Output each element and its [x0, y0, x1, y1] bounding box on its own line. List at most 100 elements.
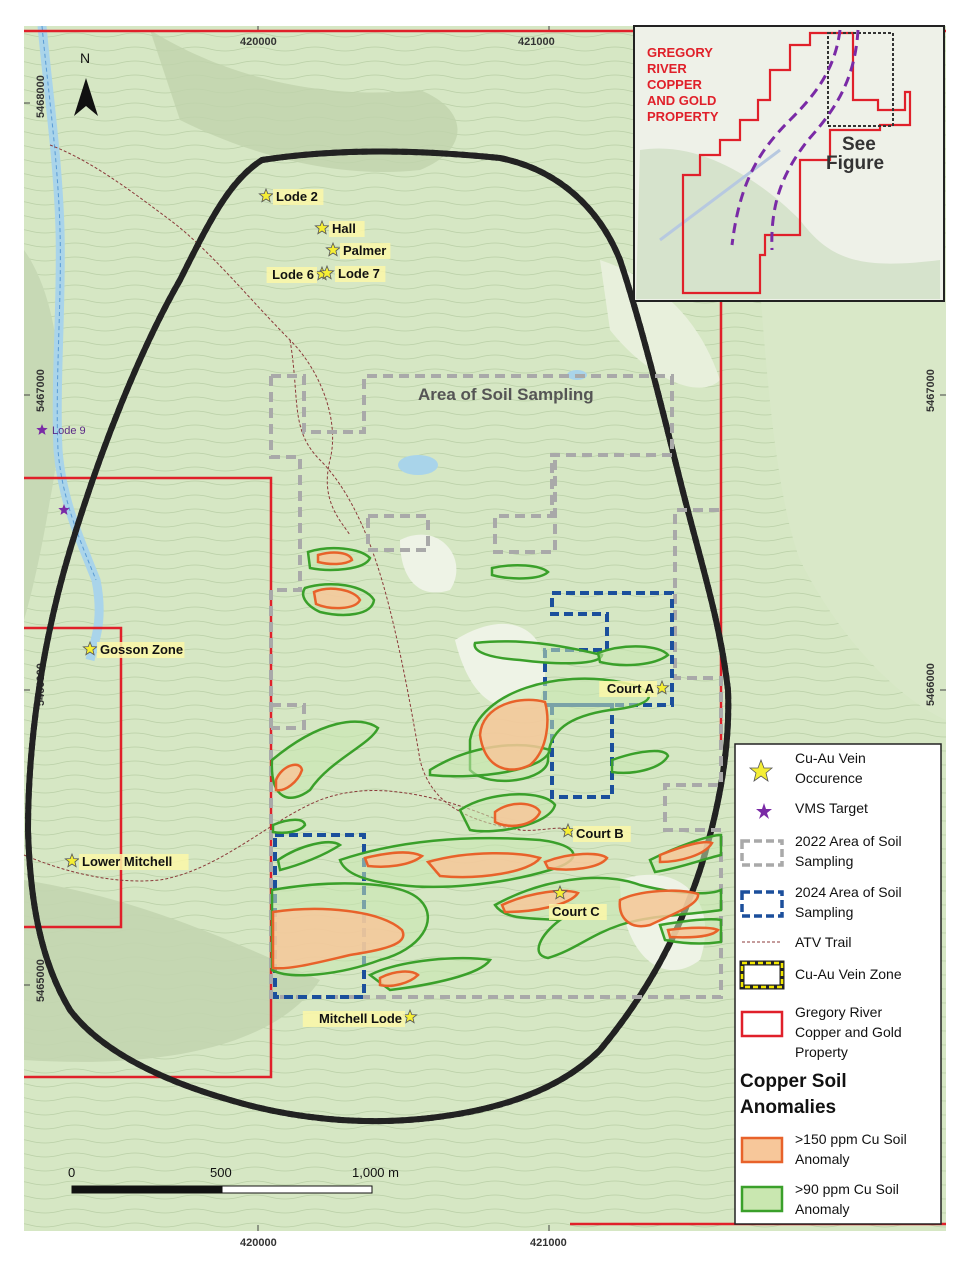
occurrence-star-icon [82, 640, 98, 656]
occurrence-label-bg [335, 266, 386, 282]
north-arrow-icon [74, 78, 98, 116]
occurrence-label: Gosson Zone [100, 642, 183, 657]
anomaly-90 [490, 563, 550, 580]
scale-segment-dark [71, 1185, 223, 1194]
anomaly-150 [378, 970, 420, 988]
coord-right-y2: 5466000 [925, 663, 937, 706]
occurrence-label-bg [266, 267, 317, 283]
inset-see-line: See [842, 134, 876, 155]
anomaly-90 [473, 640, 604, 665]
legend-item-label: Gregory River [795, 1004, 882, 1020]
soil-area-2022 [269, 374, 723, 999]
anomaly-150 [274, 763, 304, 792]
occurrence-label: Lode 6 [272, 267, 314, 282]
legend-anomaly-150-icon [740, 1136, 784, 1164]
inset-figure-extent [827, 32, 894, 127]
inset-vein-line [770, 29, 860, 251]
coord-top-x2: 421000 [518, 36, 555, 48]
anomaly-150 [312, 587, 362, 610]
inset-title-line: AND GOLD [647, 93, 716, 108]
legend-item-label: Cu-Au Vein Zone [795, 966, 902, 982]
legend-item-label: ATV Trail [795, 934, 852, 950]
legend-item-label: 2024 Area of Soil [795, 884, 902, 900]
legend-item-label: VMS Target [795, 800, 868, 816]
coord-bottom-x2: 421000 [530, 1237, 567, 1249]
legend-anomaly-label: >150 ppm Cu Soil [795, 1131, 907, 1147]
occurrence-label-bg [302, 1011, 405, 1027]
occurrence-label: Palmer [343, 243, 386, 258]
coord-left-y2: 5467000 [35, 369, 47, 412]
anomaly-150 [271, 907, 405, 970]
scale-label-0: 0 [68, 1165, 75, 1180]
occurrence-label: Court B [576, 826, 624, 841]
legend-2022-icon [740, 839, 784, 867]
soil-area-label: Area of Soil Sampling [418, 385, 594, 404]
anomaly-150 [493, 802, 542, 828]
anomaly-150 [666, 926, 720, 939]
occurrence-label: Lode 2 [276, 189, 318, 204]
inset-title-line: GREGORY [647, 45, 713, 60]
inset-title-line: RIVER [647, 61, 687, 76]
anomaly-90 [271, 818, 307, 834]
inset-vein-line [730, 29, 842, 246]
vms-target-icon [58, 504, 70, 515]
occurrence-label-bg [79, 854, 189, 870]
occurrence-label-bg [97, 642, 185, 658]
occurrence-label: Court A [607, 681, 655, 696]
occurrence-star-icon [552, 884, 568, 900]
north-arrow: N [74, 50, 98, 116]
north-label: N [80, 50, 90, 66]
occurrence-label-bg [329, 221, 365, 237]
occurrence-star-icon [325, 241, 341, 257]
vms-target-label: Lode 9 [52, 425, 86, 437]
anomaly-90 [610, 749, 670, 775]
scale-bar: 0 500 1,000 m [68, 1165, 399, 1194]
coord-top-x1: 420000 [240, 36, 277, 48]
legend-item-label: Copper and Gold [795, 1024, 902, 1040]
occurrence-label-bg [573, 826, 631, 842]
occurrence-star-icon [319, 264, 335, 280]
soil-anomalies [270, 546, 723, 992]
vms-target-icon [36, 424, 48, 435]
cu-au-vein-zone [24, 152, 728, 1122]
occurrence-label-bg [273, 189, 324, 205]
coord-left-y1: 5468000 [35, 75, 47, 118]
occurrence-label-bg [599, 681, 657, 697]
anomaly-150 [316, 551, 354, 566]
inset-terrain [636, 148, 940, 299]
legend-occurrence-icon [748, 758, 774, 782]
legend-anomaly-label: Anomaly [795, 1151, 849, 1167]
occurrence-star-icon [64, 852, 80, 868]
legend-anomaly-label: Anomaly [795, 1201, 849, 1217]
occurrence-star-icon [258, 187, 274, 203]
occurrence-label: Hall [332, 221, 356, 236]
legend-section-title: Copper Soil [740, 1071, 847, 1092]
anomaly-150 [618, 889, 700, 928]
clearing [400, 534, 457, 593]
scale-label-500: 500 [210, 1165, 232, 1180]
occurrence-label: Mitchell Lode [319, 1011, 402, 1026]
anomaly-90 [276, 841, 343, 872]
anomaly-150 [478, 698, 549, 771]
anomaly-150 [363, 851, 425, 868]
legend-vein-zone-icon-inner [740, 961, 784, 989]
hill-shade [150, 30, 458, 172]
river-centerline [41, 26, 97, 581]
legend-item-label: Occurence [795, 770, 863, 786]
legend-anomaly-label: >90 ppm Cu Soil [795, 1181, 899, 1197]
occurrence-label-bg [340, 243, 391, 259]
lake [398, 455, 438, 475]
coord-right-y1: 5467000 [925, 369, 937, 412]
legend-item-label: Sampling [795, 904, 853, 920]
legend-vms-icon [756, 803, 772, 819]
scale-segment-light [221, 1185, 373, 1194]
hill-shade [24, 250, 61, 620]
legend-section-title: Anomalies [740, 1097, 836, 1118]
